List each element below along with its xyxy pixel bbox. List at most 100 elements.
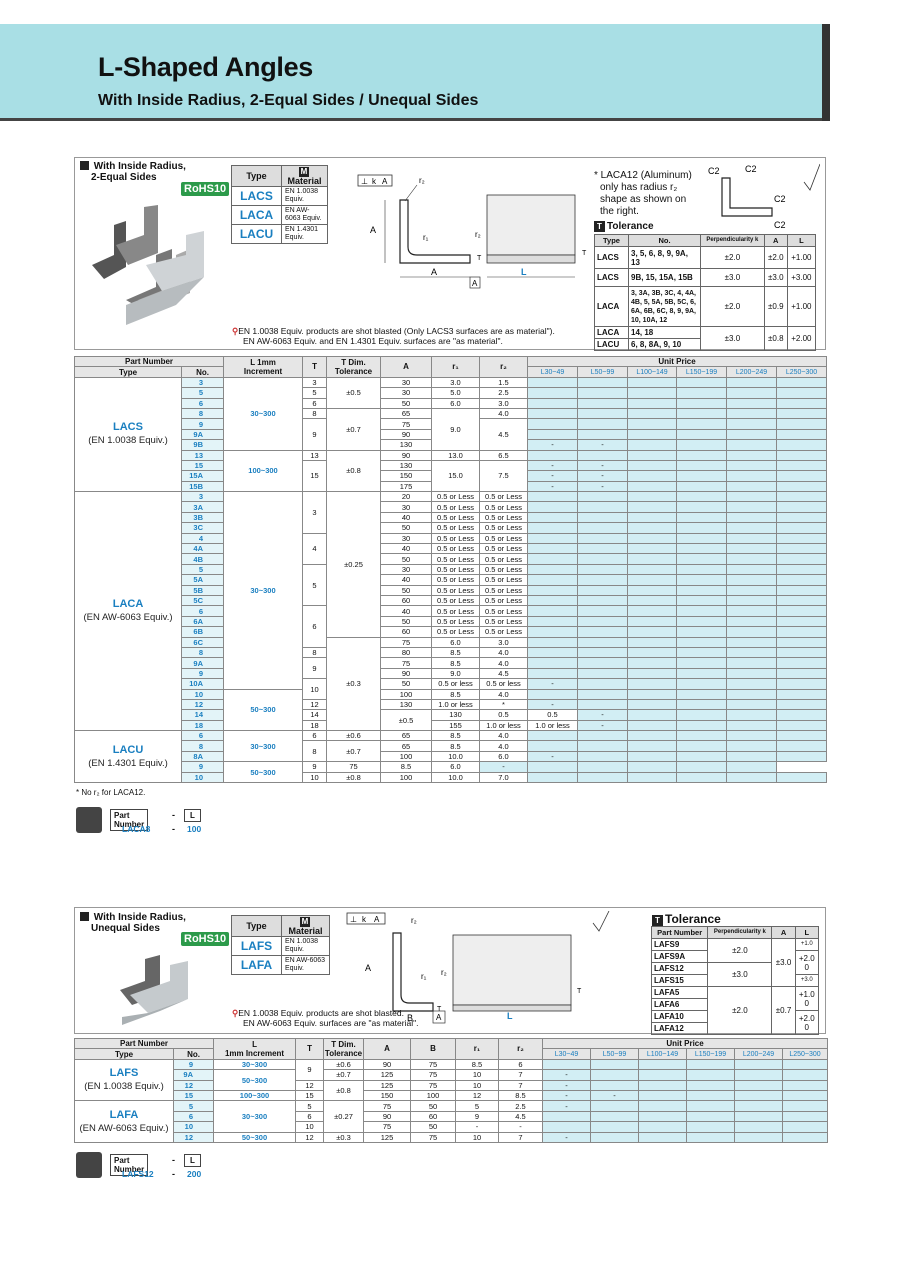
- price-cell: [577, 553, 629, 565]
- price-cell: [627, 376, 678, 389]
- svg-text:A: A: [365, 963, 371, 973]
- price-cell: [726, 646, 778, 659]
- price-cell: [527, 532, 579, 545]
- part-no: 6A: [180, 615, 225, 628]
- price-cell: [627, 594, 678, 607]
- svg-text:L: L: [507, 1011, 513, 1021]
- price-cell: [527, 761, 579, 773]
- price-cell: [627, 449, 678, 461]
- price-cell: [676, 439, 728, 451]
- price-cell: [776, 615, 828, 628]
- svg-text:r₂: r₂: [475, 230, 481, 239]
- price-cell: [726, 761, 778, 773]
- price-cell: [776, 563, 828, 576]
- price-cell: [527, 387, 579, 399]
- price-cell: [726, 740, 778, 752]
- price-cell: [776, 657, 828, 669]
- price-cell: [734, 1110, 784, 1123]
- price-cell: [726, 511, 778, 524]
- price-cell: [726, 491, 778, 503]
- price-cell: [676, 387, 728, 399]
- price-cell: [577, 730, 629, 742]
- footnote-1: * No r₂ for LACA12.: [76, 788, 146, 797]
- price-cell: [627, 626, 678, 638]
- price-cell: [726, 688, 778, 700]
- price-cell: [627, 719, 678, 732]
- price-cell: [577, 657, 629, 669]
- price-cell: [542, 1121, 592, 1133]
- price-cell: [726, 532, 778, 545]
- price-cell: [627, 730, 678, 742]
- part-no: 10: [180, 771, 225, 784]
- price-cell: [676, 730, 728, 742]
- price-cell: -: [527, 678, 579, 690]
- price-cell: [776, 730, 828, 742]
- price-cell: [726, 719, 778, 732]
- price-cell: [627, 491, 678, 503]
- price-cell: -: [527, 459, 579, 472]
- price-cell: [527, 771, 579, 784]
- price-cell: [726, 771, 778, 784]
- price-cell: [627, 740, 678, 752]
- price-cell: [776, 626, 828, 638]
- price-cell: [627, 418, 678, 430]
- price-cell: [527, 563, 579, 576]
- price-cell: [627, 615, 678, 628]
- price-cell: [776, 511, 828, 524]
- price-cell: [734, 1058, 784, 1071]
- price-cell: [590, 1100, 640, 1112]
- price-cell: [527, 626, 579, 638]
- part-no: 8A: [180, 750, 225, 763]
- price-cell: [676, 615, 728, 628]
- price-cell: [726, 750, 778, 763]
- rohs-badge: RoHS10: [181, 182, 230, 196]
- group-label: LAFS(EN 1.0038 Equiv.): [74, 1058, 174, 1102]
- price-cell: [627, 428, 678, 441]
- price-cell: [726, 667, 778, 680]
- part-no: 9A: [180, 428, 225, 441]
- part-no: 9: [180, 667, 225, 680]
- price-cell: [627, 667, 678, 680]
- price-cell: [638, 1079, 688, 1091]
- price-cell: [776, 491, 828, 503]
- price-cell: [627, 750, 678, 763]
- part-no: 14: [180, 709, 225, 721]
- svg-text:r₂: r₂: [419, 176, 425, 185]
- price-cell: [627, 387, 678, 399]
- price-cell: [627, 553, 678, 565]
- part-no: 3B: [180, 511, 225, 524]
- price-cell: -: [542, 1079, 592, 1091]
- price-cell: [627, 584, 678, 597]
- price-cell: [577, 397, 629, 409]
- price-cell: [782, 1089, 829, 1102]
- price-cell: [776, 459, 828, 472]
- price-cell: [782, 1131, 829, 1143]
- price-cell: [726, 563, 778, 576]
- svg-text:⊥: ⊥: [361, 177, 368, 186]
- svg-text:r₂: r₂: [411, 916, 417, 925]
- price-cell: [627, 511, 678, 524]
- part-no: 4B: [180, 553, 225, 565]
- section1-subtitle: With Inside Radius, 2-Equal Sides: [80, 161, 210, 183]
- price-cell: [676, 750, 728, 763]
- price-cell: [726, 730, 778, 742]
- price-cell: [627, 657, 678, 669]
- price-cell: [527, 740, 579, 752]
- price-cell: [726, 698, 778, 711]
- price-cell: [676, 376, 728, 389]
